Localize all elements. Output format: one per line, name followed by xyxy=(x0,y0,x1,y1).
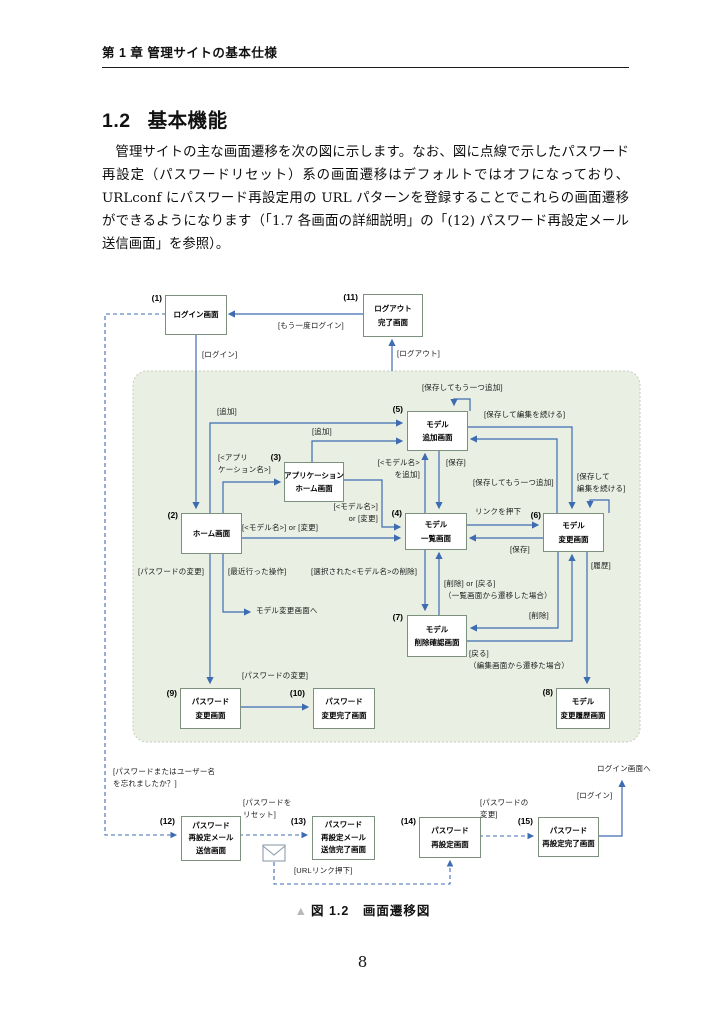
transition-label-save-one-more-change: [保存してもう一つ追加] xyxy=(473,478,554,487)
transition-label-forgot: [パスワードまたはユーザー名 を忘れましたか？] xyxy=(113,767,216,789)
caption-triangle-icon: ▲ xyxy=(294,904,308,918)
screen-number-app-home: (3) xyxy=(270,452,281,462)
screen-box-login-label: ログイン画面 xyxy=(173,310,219,320)
screen-box-model-history: モデル 変更履歴画面 xyxy=(556,688,610,729)
screen-number-pw-mail: (12) xyxy=(159,816,175,826)
screen-number-pw-reset-done: (15) xyxy=(517,816,533,826)
screen-number-home: (2) xyxy=(167,510,178,520)
screen-box-model-list-label: モデル 一覧画面 xyxy=(421,520,451,543)
transition-label-save-continue-add: [保存して編集を続ける] xyxy=(484,410,566,419)
transition-label-save-continue-change: [保存して 編集を続ける] xyxy=(577,472,626,494)
screen-number-model-change: (6) xyxy=(530,510,541,520)
screen-box-model-delete-confirm-label: モデル 削除確認画面 xyxy=(414,624,460,648)
screen-box-pw-reset: パスワード 再設定画面 xyxy=(419,817,481,858)
screen-box-logout-done: ログアウト 完了画面 xyxy=(363,294,423,337)
solid-arrows xyxy=(192,310,626,837)
transition-label-save-change: [保存] xyxy=(510,545,530,554)
screen-number-pw-change-done: (10) xyxy=(289,688,305,698)
screen-box-app-home: アプリケーション ホーム画面 xyxy=(284,462,344,502)
transition-label-history: [履歴] xyxy=(591,561,611,570)
transition-label-pw-change-reset: [パスワードの 変更] xyxy=(480,798,529,820)
transition-label-back-from-edit: [戻る] （編集画面から遷移た場合） xyxy=(469,649,570,671)
screen-box-home-label: ホーム画面 xyxy=(192,528,231,538)
chapter-header-text: 第 1 章 管理サイトの基本仕様 xyxy=(102,46,278,60)
transition-label-save-one-more-add: [保存してもう一つ追加] xyxy=(422,383,503,392)
screen-box-pw-reset-done-label: パスワード 再設定完了画面 xyxy=(542,825,595,849)
section-name: 基本機能 xyxy=(147,110,228,132)
transition-label-app-name: [<アプリ ケーション名>] xyxy=(218,453,271,475)
screen-box-logout-done-label: ログアウト 完了画面 xyxy=(374,304,412,327)
screen-box-pw-reset-done: パスワード 再設定完了画面 xyxy=(538,817,599,857)
transition-label-add-from-app: [追加] xyxy=(312,427,332,436)
screen-box-pw-reset-label: パスワード 再設定画面 xyxy=(431,826,469,849)
transition-label-delete-or-back: [削除] or [戻る] （一覧画面から遷移した場合） xyxy=(444,579,552,601)
screen-number-model-delete-confirm: (7) xyxy=(392,612,403,622)
transition-label-logout: [ログアウト] xyxy=(397,349,441,358)
transition-label-recent-ops: [最近行った操作] xyxy=(228,567,287,576)
transition-label-pw-reset-action: [パスワードを リセット] xyxy=(243,798,292,820)
transition-label-model-add: [<モデル名> を追加] xyxy=(377,458,420,480)
screen-box-pw-change-done: パスワード 変更完了画面 xyxy=(313,688,375,729)
screen-box-home: ホーム画面 xyxy=(181,513,242,554)
transition-label-modelname-or-change-app: [<モデル名>] or [変更] xyxy=(333,502,378,524)
transition-label-login-after-reset: [ログイン] xyxy=(577,791,613,800)
transition-label-save-add: [保存] xyxy=(446,458,466,467)
figure-caption: ▲図 1.2 画面遷移図 xyxy=(0,900,725,919)
screen-box-model-delete-confirm: モデル 削除確認画面 xyxy=(407,615,467,657)
screen-number-logout-done: (11) xyxy=(343,292,358,302)
screen-box-pw-change-label: パスワード 変更画面 xyxy=(191,697,230,720)
mail-envelope-icon xyxy=(262,844,286,862)
section-number: 1.2 xyxy=(102,110,131,132)
transition-label-to-login: ログイン画面へ xyxy=(597,764,651,773)
chapter-header: 第 1 章 管理サイトの基本仕様 xyxy=(102,42,629,68)
screen-box-pw-change: パスワード 変更画面 xyxy=(180,688,241,729)
transition-label-login: [ログイン] xyxy=(202,350,238,359)
screen-number-model-history: (8) xyxy=(542,687,553,697)
screen-box-app-home-label: アプリケーション ホーム画面 xyxy=(284,470,344,494)
screen-box-model-history-label: モデル 変更履歴画面 xyxy=(560,697,606,720)
screen-box-pw-mail-done-label: パスワード 再設定メール 送信完了画面 xyxy=(321,820,366,855)
screen-number-pw-mail-done: (13) xyxy=(290,816,306,826)
transition-label-modelname-or-change-home: [<モデル名>] or [変更] xyxy=(242,523,319,532)
transition-label-selected-model-delete: [選択された<モデル名>の削除] xyxy=(311,567,418,576)
admin-region-background xyxy=(132,370,641,743)
transition-label-relogin: [もう一度ログイン] xyxy=(278,321,344,330)
screen-box-model-add: モデル 追加画面 xyxy=(407,411,468,451)
transition-label-pw-change-done: [パスワードの変更] xyxy=(242,671,309,680)
screen-box-model-change: モデル 変更画面 xyxy=(543,513,604,552)
screen-box-model-change-label: モデル 変更画面 xyxy=(558,521,589,544)
screen-box-pw-mail: パスワード 再設定メール 送信画面 xyxy=(181,816,241,861)
transition-label-link-press: リンクを押下 xyxy=(475,507,522,516)
screen-box-login: ログイン画面 xyxy=(165,295,227,335)
screen-number-pw-change: (9) xyxy=(166,688,177,698)
screen-box-model-add-label: モデル 追加画面 xyxy=(422,419,453,443)
screen-box-pw-mail-label: パスワード 再設定メール 送信画面 xyxy=(188,820,234,855)
transition-label-add-from-home: [追加] xyxy=(217,407,237,416)
transition-label-to-model-change: モデル変更画面へ xyxy=(256,606,318,615)
screen-number-model-add: (5) xyxy=(392,404,403,414)
body-paragraph: 管理サイトの主な画面遷移を次の図に示します。なお、図に点線で示したパスワード再設… xyxy=(102,145,629,252)
transition-label-delete-from-change: [削除] xyxy=(529,611,549,620)
transition-label-url-link: [URLリンク押下] xyxy=(294,866,353,875)
screen-number-model-list: (4) xyxy=(391,508,402,518)
transition-label-pw-change-from-home: [パスワードの変更] xyxy=(138,567,205,576)
screen-number-pw-reset: (14) xyxy=(400,816,416,826)
screen-box-pw-mail-done: パスワード 再設定メール 送信完了画面 xyxy=(312,816,375,860)
screen-box-model-list: モデル 一覧画面 xyxy=(405,513,467,550)
screen-number-login: (1) xyxy=(151,293,162,303)
dashed-arrows xyxy=(104,313,535,885)
figure-caption-text: 図 1.2 画面遷移図 xyxy=(311,904,431,918)
section-title: 1.2 基本機能 xyxy=(102,104,228,133)
page-number: 8 xyxy=(357,953,368,971)
screen-box-pw-change-done-label: パスワード 変更完了画面 xyxy=(321,697,367,720)
